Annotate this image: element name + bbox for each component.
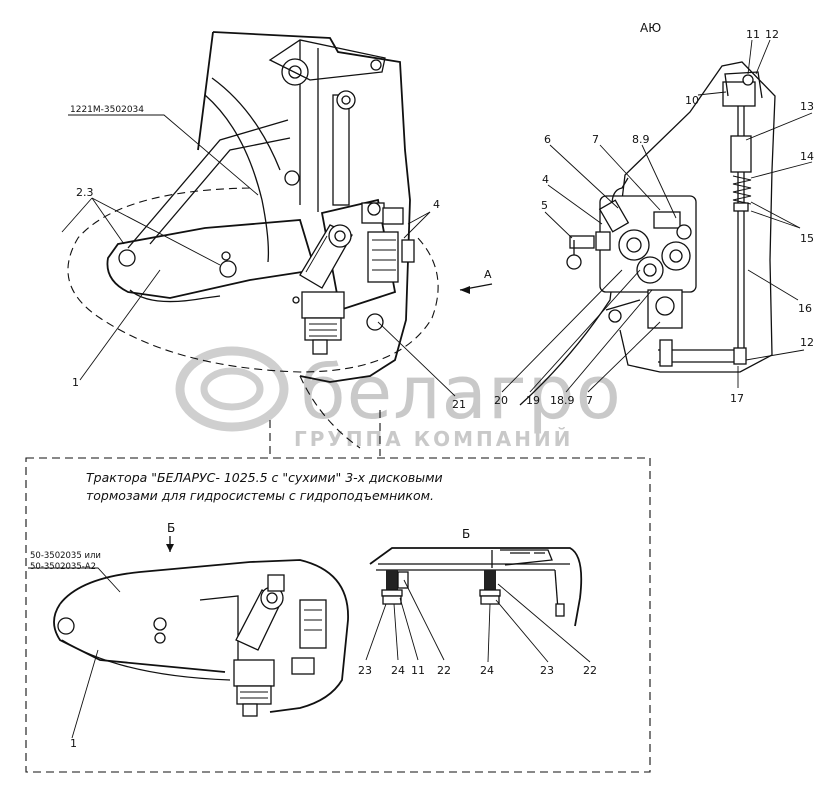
callout-5: 5 [541,199,548,212]
view-a-title: АЮ [640,21,661,35]
callout-4-main: 4 [433,198,440,211]
watermark-logo [175,346,289,432]
callout-7-bottom: 7 [586,394,593,407]
detail-circle [67,187,439,373]
frame-left-edge [197,31,214,151]
callout-8-9-top: 8.9 [632,133,650,146]
main-view: А 1221М-3502034 2.3 1 4 21 [61,31,493,449]
bracket-hole-1 [57,617,75,635]
part-code-alt-2: 50-3502035-А2 [30,562,96,572]
callout-12-top: 12 [765,28,779,41]
callout-1: 1 [72,376,79,389]
callout-1-bottom: 1 [70,737,77,750]
valve-body [320,198,397,312]
watermark-brand: белагро [300,350,622,436]
callout-24-left: 24 [391,664,405,677]
callout-15: 15 [800,232,814,245]
view-a: АЮ [494,21,814,407]
callout-23-left: 23 [358,664,372,677]
section-b-right: Б 23 24 11 22 24 23 [358,527,597,677]
view-a-valve-block [598,177,697,329]
note-line-1: Трактора "БЕЛАРУС- 1025.5 с "сухими" 3-х… [86,470,443,485]
callout-21: 21 [452,398,466,411]
callout-11-top: 11 [746,28,760,41]
section-b-label-left: Б [167,521,175,535]
watermark: белагро ГРУППА КОМПАНИЙ [175,346,622,451]
callout-4-view-a: 4 [542,173,549,186]
note-line-2: тормозами для гидросистемы с гидроподъем… [86,488,434,503]
section-b-left: Б 50-3502035 или 50-3502035-А2 1 [28,521,349,750]
view-arrow-a: А [484,268,492,281]
top-link [268,39,386,81]
callout-2-3: 2.3 [76,186,94,199]
callout-16: 16 [798,302,812,315]
bracket-hole-2 [153,617,167,631]
view-a-spring [732,175,752,205]
callout-23-right: 23 [540,664,554,677]
callout-17: 17 [730,392,744,405]
callout-20: 20 [494,394,508,407]
callout-6: 6 [544,133,551,146]
lever-plate [106,219,317,299]
section-outline [369,547,583,627]
callout-22-left: 22 [437,664,451,677]
part-code-alt-1: 50-3502035 или [30,551,101,561]
bolt-left [381,570,409,605]
pushrod [332,94,350,206]
bottom-frame-border [25,457,651,773]
bottom-cylinder [233,586,284,717]
callout-24-right: 24 [480,664,494,677]
brake-cylinder [292,224,353,355]
callout-7-top: 7 [592,133,599,146]
view-a-housing [519,61,776,406]
bracket-outline [59,559,349,713]
callout-13: 13 [800,100,814,113]
callout-18-9: 18.9 [550,394,575,407]
bottom-frame: Трактора "БЕЛАРУС- 1025.5 с "сухими" 3-х… [25,410,651,773]
callout-19: 19 [526,394,540,407]
section-b-label-right: Б [462,527,470,541]
pivot-hole-2 [219,260,237,278]
bolt-right [479,570,501,605]
callout-12-bottom: 12 [800,336,814,349]
pivot-hole-1 [118,249,136,267]
callout-14: 14 [800,150,814,163]
callout-10: 10 [685,94,699,107]
sector-curve [204,94,270,263]
callout-11-bottom: 11 [411,664,425,677]
watermark-subtitle: ГРУППА КОМПАНИЙ [294,427,573,451]
callout-22-right: 22 [583,664,597,677]
part-code-main-bracket: 1221М-3502034 [70,105,144,115]
